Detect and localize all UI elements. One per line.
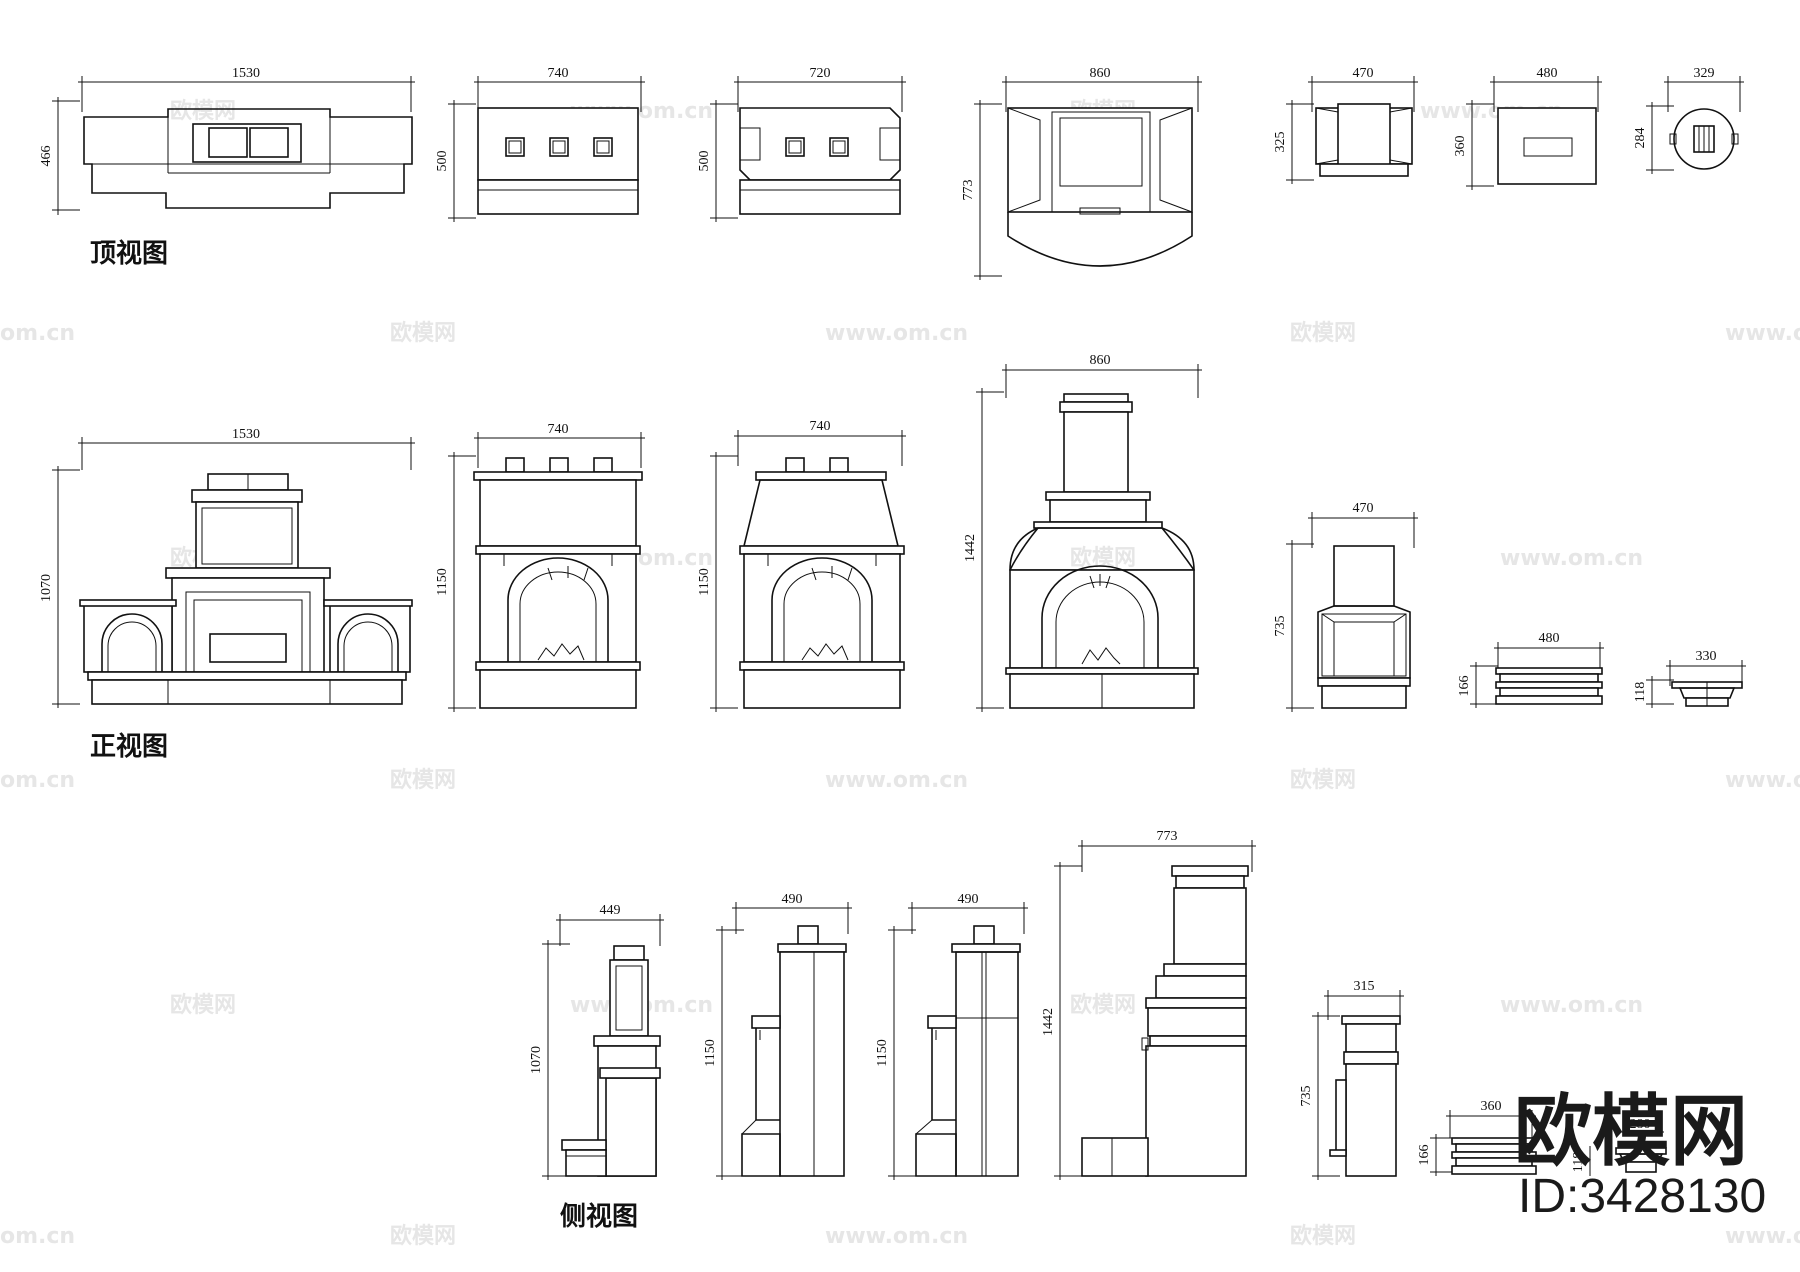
side-view-fireplace-2: 490 1150 (703, 892, 852, 1180)
dim-width: 470 (1353, 501, 1374, 516)
dim-height: 166 (1417, 1145, 1432, 1166)
watermark-brand: 欧模网 (390, 320, 456, 346)
top-view-row: 1530 466 740 500 (39, 66, 1744, 280)
dim-width: 740 (810, 419, 831, 434)
top-view-fireplace-2: 740 500 (435, 66, 645, 222)
front-view-fireplace-2: 740 1150 (435, 422, 645, 712)
section-title-side-view: 侧视图 (560, 1202, 638, 1232)
dim-height: 360 (1453, 136, 1468, 157)
side-view-fireplace-1: 449 1070 (529, 903, 664, 1180)
dim-width: 773 (1157, 829, 1178, 844)
brand-watermark: 欧模网 ID:3428130 (1514, 1087, 1766, 1223)
section-title-front-view: 正视图 (90, 732, 168, 762)
dim-width: 360 (1481, 1099, 1502, 1114)
dim-width: 1530 (232, 66, 260, 81)
dim-width: 490 (782, 892, 803, 907)
front-view-row: 1530 1070 (39, 353, 1746, 712)
front-view-fireplace-4: 860 1442 (963, 353, 1202, 712)
side-view-fireplace-7: 280 118 (1571, 1117, 1667, 1176)
dim-height: 1442 (963, 534, 978, 562)
top-view-fireplace-5: 470 325 (1273, 66, 1418, 184)
dim-height: 500 (697, 151, 712, 172)
dim-width: 480 (1539, 631, 1560, 646)
dim-height: 325 (1273, 132, 1288, 153)
watermark-url: www.om.cn (825, 768, 968, 793)
watermark-url: www.om.cn (1500, 546, 1643, 571)
watermark-url: www.om.cn (825, 321, 968, 346)
top-view-fireplace-7: 329 284 (1633, 66, 1744, 174)
watermark-url: www.om.cn (1725, 768, 1800, 793)
dim-height: 284 (1633, 128, 1648, 149)
watermark-brand: 欧模网 (1290, 320, 1356, 346)
dim-height: 500 (435, 151, 450, 172)
watermark-url: www.om.cn (1725, 321, 1800, 346)
watermark-brand: 欧模网 (390, 1223, 456, 1249)
dim-width: 860 (1090, 353, 1111, 368)
dim-width: 330 (1696, 649, 1717, 664)
dim-height: 118 (1633, 682, 1648, 702)
watermark-brand: 欧模网 (1290, 767, 1356, 793)
side-view-fireplace-4: 773 1442 (1041, 829, 1256, 1180)
dim-width: 315 (1354, 979, 1375, 994)
front-view-fireplace-7: 330 118 (1633, 649, 1746, 708)
dim-height: 166 (1457, 676, 1472, 697)
watermark-brand: 欧模网 (1290, 1223, 1356, 1249)
dim-width: 1530 (232, 427, 260, 442)
watermark-url: om.cn (0, 768, 75, 793)
dim-height: 1150 (703, 1039, 718, 1066)
dim-width: 280 (1630, 1117, 1651, 1132)
dim-width: 740 (548, 422, 569, 437)
dim-height: 1150 (875, 1039, 890, 1066)
side-view-fireplace-5: 315 735 (1299, 979, 1404, 1180)
brand-id: ID:3428130 (1518, 1170, 1766, 1223)
watermark-url: www.om.cn (1725, 1224, 1800, 1249)
dim-width: 480 (1537, 66, 1558, 81)
dim-width: 860 (1090, 66, 1111, 81)
dim-width: 720 (810, 66, 831, 81)
watermark-brand: 欧模网 (1070, 545, 1136, 571)
watermark-url: www.om.cn (1500, 993, 1643, 1018)
dim-height: 118 (1571, 1152, 1586, 1172)
front-view-fireplace-5: 470 735 (1273, 501, 1418, 712)
watermark-url: www.om.cn (825, 1224, 968, 1249)
dim-width: 490 (958, 892, 979, 907)
dim-height: 1070 (39, 574, 54, 602)
dim-height: 466 (39, 146, 54, 167)
brand-logo-text: 欧模网 (1514, 1087, 1748, 1177)
top-view-fireplace-3: 720 500 (697, 66, 906, 222)
watermark-url: om.cn (0, 321, 75, 346)
watermark-brand: 欧模网 (170, 992, 236, 1018)
dim-height: 773 (961, 180, 976, 201)
dim-height: 1150 (435, 568, 450, 595)
top-view-fireplace-4: 860 773 (961, 66, 1202, 280)
dim-height: 735 (1299, 1086, 1314, 1107)
dim-height: 1150 (697, 568, 712, 595)
top-view-fireplace-1: 1530 466 (39, 66, 415, 215)
top-view-fireplace-6: 480 360 (1453, 66, 1602, 190)
dim-width: 329 (1694, 66, 1715, 81)
watermark-brand: 欧模网 (1070, 992, 1136, 1018)
section-title-top-view: 顶视图 (90, 239, 168, 269)
front-view-fireplace-3: 740 1150 (697, 419, 906, 712)
dim-height: 1070 (529, 1046, 544, 1074)
side-view-fireplace-3: 490 1150 (875, 892, 1028, 1180)
dim-height: 735 (1273, 616, 1288, 637)
side-view-fireplace-6: 360 166 (1417, 1099, 1537, 1176)
dim-height: 1442 (1041, 1008, 1056, 1036)
front-view-fireplace-6: 480 166 (1457, 631, 1604, 708)
watermark-brand: 欧模网 (170, 98, 236, 124)
watermark-layer: 欧模网 www.om.cn 欧模网 www.om.cn om.cn 欧模网 ww… (0, 98, 1800, 1249)
front-view-fireplace-1: 1530 1070 (39, 427, 415, 708)
dim-width: 740 (548, 66, 569, 81)
watermark-url: om.cn (0, 1224, 75, 1249)
watermark-brand: 欧模网 (390, 767, 456, 793)
side-view-row: 449 1070 490 1150 (529, 829, 1667, 1180)
dim-width: 449 (600, 903, 621, 918)
dim-width: 470 (1353, 66, 1374, 81)
